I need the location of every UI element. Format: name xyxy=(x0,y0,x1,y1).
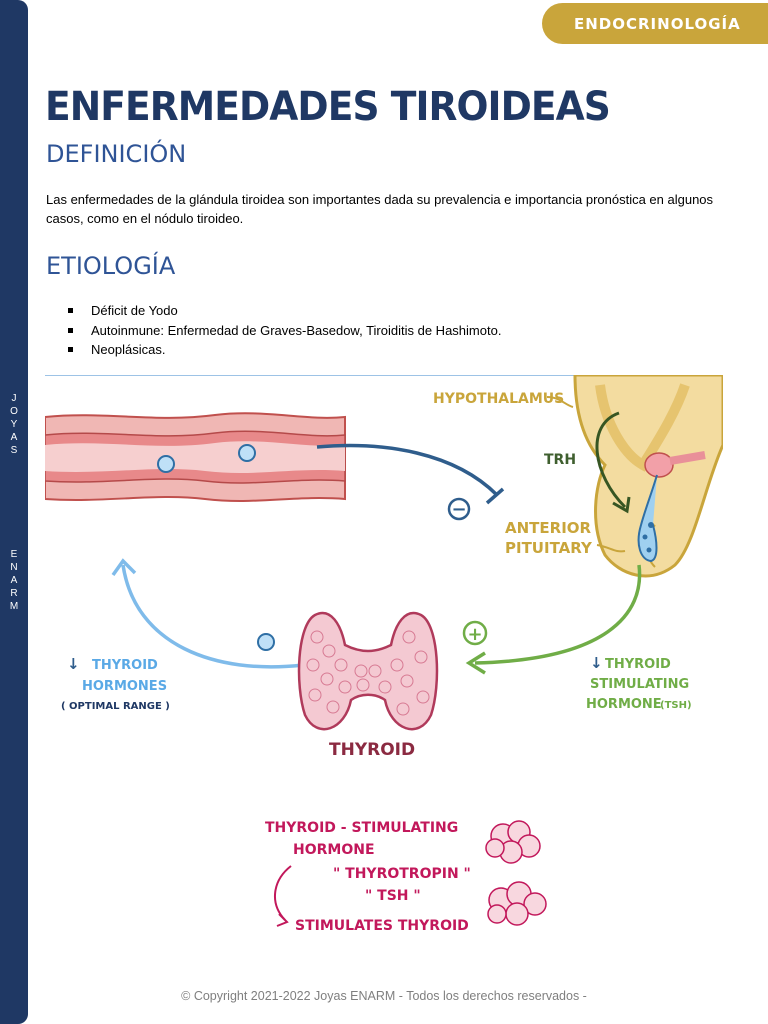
hormone-feedback-arrow xyxy=(121,564,304,669)
page-title: ENFERMEDADES TIROIDEAS xyxy=(45,84,611,130)
plus-icon xyxy=(462,620,488,646)
plus-sign: + xyxy=(467,624,482,645)
tsh-label-3: HORMONE xyxy=(586,697,662,712)
tsh-note: THYROID - STIMULATING HORMONE " THYROTRO… xyxy=(265,820,547,934)
tsh-label-1: THYROID xyxy=(605,657,671,672)
thyroid-cell-cluster-icon xyxy=(485,820,541,864)
pituitary-label: PITUITARY xyxy=(505,539,593,557)
inhibition-arrow xyxy=(316,443,499,497)
note-line-4: " TSH " xyxy=(365,888,421,904)
minus-sign: − xyxy=(451,499,466,520)
etiologia-list: Déficit de Yodo Autoinmune: Enfermedad d… xyxy=(68,301,501,360)
stimulation-arrow xyxy=(474,564,642,665)
thyroid-hormones-label-2: HORMONES xyxy=(82,679,167,694)
optimal-range-label: ( OPTIMAL RANGE ) xyxy=(61,701,170,712)
trh-arrow xyxy=(595,411,627,509)
etiologia-heading: ETIOLOGÍA xyxy=(46,252,176,280)
thyroid-cell-cluster-icon xyxy=(487,881,547,926)
list-item: Neoplásicas. xyxy=(68,340,501,360)
note-line-1: THYROID - STIMULATING xyxy=(265,820,458,836)
down-arrow-icon: ↓ xyxy=(67,655,80,673)
note-line-5: STIMULATES THYROID xyxy=(295,918,469,934)
thyroid-label: THYROID xyxy=(329,740,415,760)
anterior-label: ANTERIOR xyxy=(505,519,592,537)
tsh-label-2: STIMULATING xyxy=(590,677,689,692)
tsh-abbr-label: (TSH) xyxy=(660,700,692,711)
down-arrow-icon: ↓ xyxy=(590,654,603,672)
side-bar xyxy=(0,0,28,1024)
list-item: Autoinmune: Enfermedad de Graves-Basedow… xyxy=(68,321,501,341)
thyroid-axis-diagram: − HYPOTHALAMUS TRH ANTERIOR PITUITARY + xyxy=(45,375,723,760)
definicion-heading: DEFINICIÓN xyxy=(46,140,187,168)
copyright-footer: © Copyright 2021-2022 Joyas ENARM - Todo… xyxy=(181,989,587,1003)
thyroid-hormones-label-1: THYROID xyxy=(92,658,158,673)
list-item: Déficit de Yodo xyxy=(68,301,501,321)
thyroid-gland-illustration xyxy=(297,611,439,731)
section-tag: ENDOCRINOLOGÍA xyxy=(542,3,768,44)
hypothalamus-label: HYPOTHALAMUS xyxy=(433,391,564,407)
blood-vessel-illustration xyxy=(45,412,346,502)
note-line-3: " THYROTROPIN " xyxy=(333,866,471,882)
minus-icon xyxy=(447,497,471,521)
note-line-2: HORMONE xyxy=(293,842,375,858)
note-arrow xyxy=(273,865,292,921)
trh-label: TRH xyxy=(544,452,576,468)
definicion-text: Las enfermedades de la glándula tiroidea… xyxy=(46,192,714,226)
